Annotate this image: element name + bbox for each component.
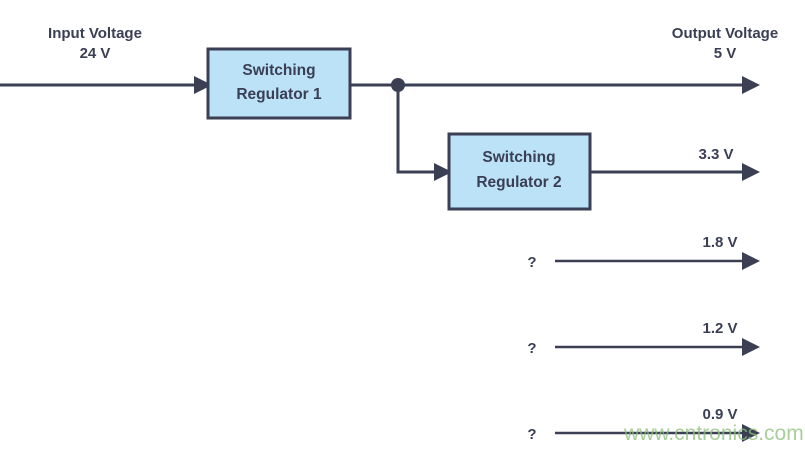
regulator-2-box[interactable] [447, 132, 592, 211]
rail-1v2-label: 1.2 V [702, 320, 737, 337]
regulator-2-label-line2: Regulator 2 [476, 174, 561, 191]
output-voltage-label: Output Voltage 5 V [672, 25, 778, 62]
rail-1v2-unknown-source-marker: ? [527, 340, 536, 357]
regulator-1-box[interactable] [206, 47, 352, 120]
rail-3v3-arrowhead-icon [742, 163, 760, 181]
input-arrowhead-icon [194, 76, 212, 94]
rail-0v9-label: 0.9 V [702, 406, 737, 423]
site-watermark: www.cntronics.com [623, 422, 804, 445]
block-regulator-2[interactable]: Switching Regulator 2 [447, 132, 592, 211]
rail-3v3-group: 3.3 V [590, 146, 760, 181]
rail-0v9-group: ? 0.9 V [527, 406, 760, 443]
regulator-2-label-line1: Switching [482, 149, 555, 166]
rail-0v9-arrowhead-icon [742, 424, 760, 442]
rail-1v8-label: 1.8 V [702, 234, 737, 251]
regulator-1-label-line1: Switching [242, 62, 315, 79]
rail-1v8-arrowhead-icon [742, 252, 760, 270]
rail-1v2-arrowhead-icon [742, 338, 760, 356]
rail-0v9-unknown-source-marker: ? [527, 426, 536, 443]
input-wire-group [0, 76, 212, 94]
branch-wire-group [396, 85, 452, 181]
regulator-1-label-line2: Regulator 1 [236, 86, 322, 103]
input-voltage-label: Input Voltage 24 V [48, 25, 142, 62]
output-voltage-title: Output Voltage [672, 25, 778, 42]
branch-wire-to-regulator-2 [396, 85, 437, 174]
rail-5v-group [350, 76, 760, 94]
rail-1v8-group: ? 1.8 V [527, 234, 760, 271]
rail-1v2-group: ? 1.2 V [527, 320, 760, 357]
block-regulator-1[interactable]: Switching Regulator 1 [206, 47, 352, 120]
rail-5v-arrowhead-icon [742, 76, 760, 94]
input-voltage-title: Input Voltage [48, 25, 142, 42]
rail-1v8-unknown-source-marker: ? [527, 254, 536, 271]
regulator-2-input-arrowhead-icon [434, 163, 452, 181]
rail-3v3-label: 3.3 V [698, 146, 733, 163]
input-voltage-value: 24 V [80, 45, 111, 62]
output-voltage-value: 5 V [714, 45, 737, 62]
